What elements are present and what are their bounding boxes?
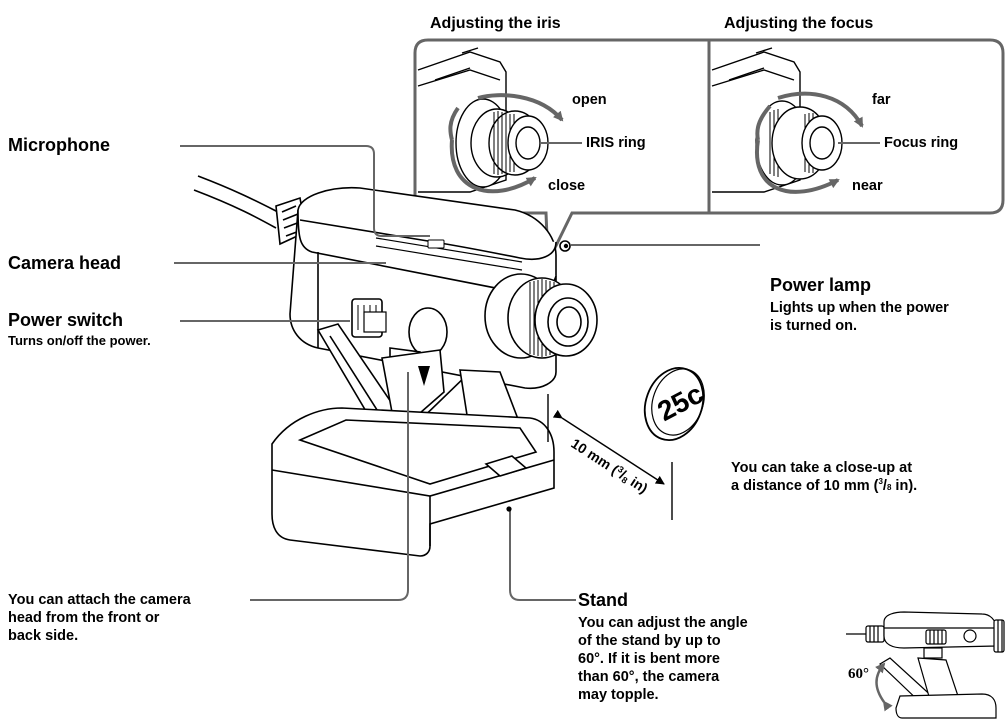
angle-illustration [846,611,1005,719]
camera-head-label: Camera head [8,253,122,273]
iris-ring-label: IRIS ring [586,135,646,151]
stand-label: Stand [578,590,629,610]
focus-inset-title: Adjusting the focus [724,15,874,32]
stand-desc-2: of the stand by up to [578,633,721,649]
closeup-line-2: a distance of 10 mm (3/8 in). [731,477,918,494]
stand-desc-1: You can adjust the angle [578,615,748,631]
attach-desc-2: head from the front or [8,610,160,626]
focus-ring-label: Focus ring [884,135,959,151]
angle-label: 60° [848,666,869,682]
attach-desc-3: back side. [8,628,79,644]
stand-desc-4: than 60°, the camera [578,669,720,685]
focus-far-label: far [872,92,891,108]
iris-close-label: close [548,178,586,194]
distance-dimension [547,394,673,520]
iris-open-label: open [572,92,607,108]
inset-frame [413,38,1005,263]
power-lamp-label: Power lamp [770,275,872,295]
power-lamp-desc-2: is turned on. [770,318,857,334]
iris-inset-camera [417,47,564,194]
main-stand [271,323,555,557]
power-lamp-desc-1: Lights up when the power [770,300,949,316]
attach-arrow-head [418,366,430,386]
leader-lines [174,145,760,601]
attach-desc-1: You can attach the camera [8,592,191,608]
power-switch-desc: Turns on/off the power. [8,333,151,348]
power-switch-label: Power switch [8,310,124,330]
coin: 25c [643,367,708,441]
closeup-line-1: You can take a close-up at [731,460,913,476]
stand-desc-5: may topple. [578,687,659,703]
focus-inset-camera [711,47,864,194]
focus-near-label: near [852,178,883,194]
distance-label: 10 mm (3/8 in) [568,435,651,497]
microphone-label: Microphone [8,135,110,155]
stand-desc-3: 60°. If it is bent more [578,651,720,667]
iris-inset-title: Adjusting the iris [430,15,561,32]
